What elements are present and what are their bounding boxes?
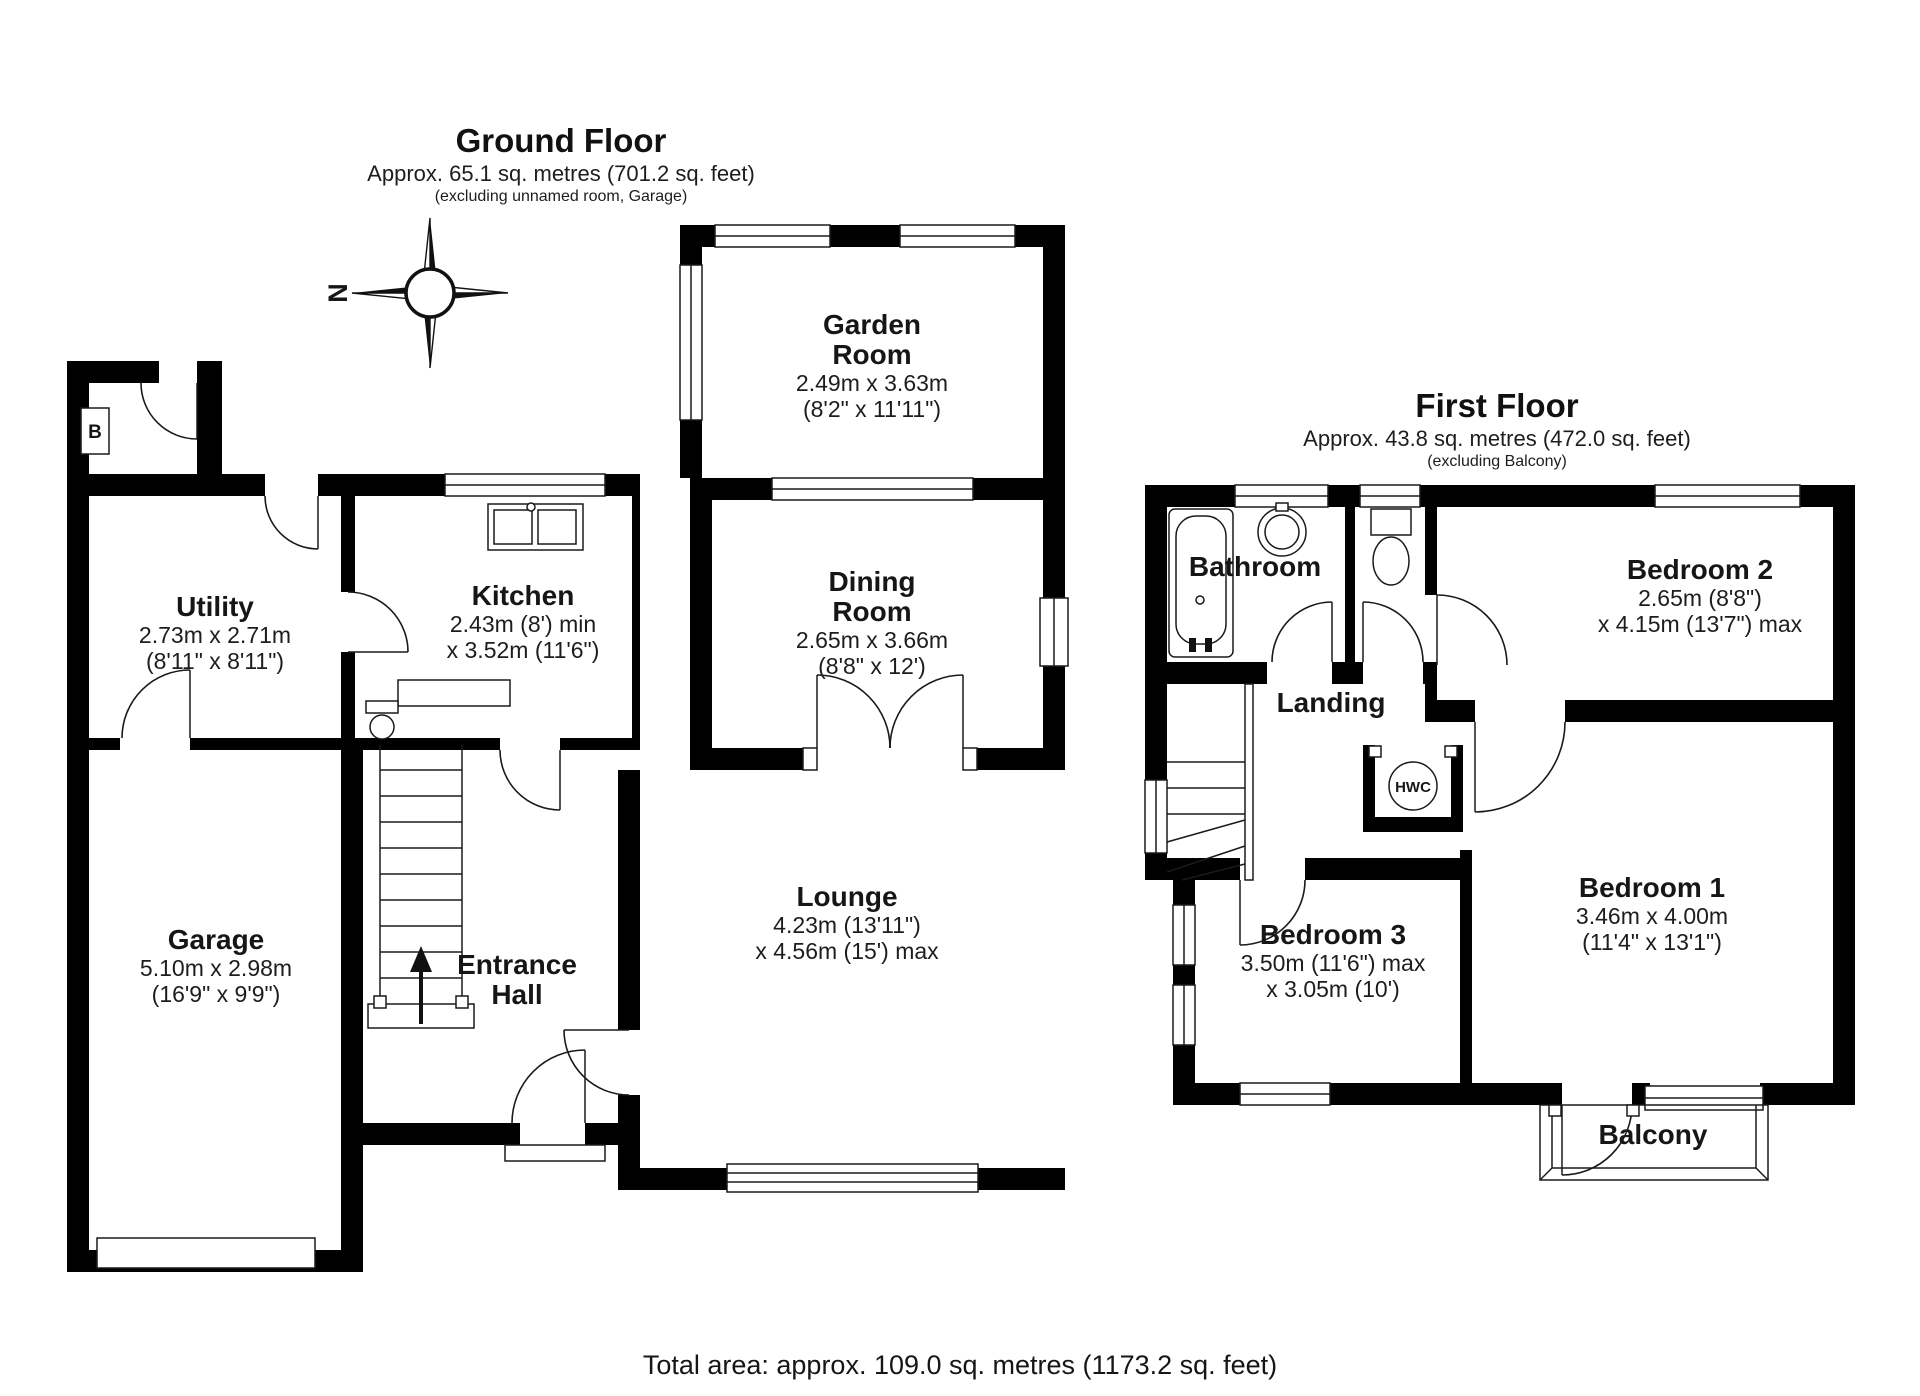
room-label-landing: Landing: [1277, 688, 1386, 718]
first-floor-doors: [1239, 594, 1633, 1176]
boiler-label: B: [88, 422, 102, 443]
room-name: Landing: [1276, 687, 1386, 718]
room-name: Entrance Hall: [457, 949, 577, 1010]
room-dim-imperial: (8'8" x 12'): [818, 653, 926, 679]
first-floor-stairs: [1166, 683, 1254, 881]
front-step: [504, 1144, 606, 1162]
first-floor-plan: HWC: [1144, 484, 1855, 1181]
room-dim-imperial: (11'4" x 13'1"): [1582, 929, 1722, 955]
wash-basin: [1257, 502, 1307, 557]
ground-floor-title-block: Ground Floor Approx. 65.1 sq. metres (70…: [367, 122, 755, 207]
room-name: Dining Room: [828, 566, 916, 627]
first-floor-title: First Floor: [1415, 387, 1579, 424]
bath-tub: [1168, 508, 1234, 658]
room-dim-imperial: (16'9" x 9'9"): [151, 981, 281, 1007]
room-dim-metric: 3.50m (11'6") max: [1240, 950, 1426, 976]
room-dim-metric: 2.49m x 3.63m: [795, 370, 949, 396]
compass-rose: N: [323, 217, 509, 369]
hot-water-cylinder: HWC: [1388, 761, 1438, 811]
ground-floor-stairs: [367, 745, 475, 1029]
room-name: Bathroom: [1188, 551, 1322, 582]
room-name: Bedroom 2: [1626, 554, 1774, 585]
room-dim-imperial: x 4.56m (15') max: [755, 938, 939, 964]
ground-floor-title: Ground Floor: [455, 122, 667, 159]
room-label-garden-room: Garden Room 2.49m x 3.63m (8'2" x 11'11"…: [795, 309, 949, 423]
room-label-bedroom-1: Bedroom 1 3.46m x 4.00m (11'4" x 13'1"): [1575, 872, 1729, 956]
cloakroom-basin: [365, 700, 399, 740]
room-dim-imperial: x 4.15m (13'7") max: [1597, 611, 1803, 637]
first-floor-walls: [1145, 485, 1855, 1105]
room-dim-metric: 4.23m (13'11"): [773, 912, 921, 938]
room-label-garage: Garage 5.10m x 2.98m (16'9" x 9'9"): [139, 924, 293, 1008]
room-name: Lounge: [796, 881, 898, 912]
room-dim-imperial: x 3.05m (10'): [1266, 976, 1400, 1002]
compass-north-label: N: [323, 283, 353, 303]
room-name: Bedroom 1: [1578, 872, 1726, 903]
room-label-bathroom: Bathroom: [1189, 552, 1321, 582]
room-name: Kitchen: [471, 580, 575, 611]
room-name: Balcony: [1598, 1119, 1708, 1150]
ground-floor-area: Approx. 65.1 sq. metres (701.2 sq. feet): [367, 161, 755, 186]
kitchen-counter: [397, 679, 511, 707]
ground-floor-doors: [121, 382, 978, 1162]
ground-floor-walls: [67, 225, 1065, 1272]
balcony-outline: [1539, 1104, 1769, 1181]
room-dim-metric: 2.43m (8') min: [449, 611, 597, 637]
room-name: Bedroom 3: [1259, 919, 1407, 950]
ground-floor-note: (excluding unnamed room, Garage): [434, 188, 688, 205]
room-dim-metric: 2.73m x 2.71m: [138, 622, 292, 648]
room-label-bedroom-3: Bedroom 3 3.50m (11'6") max x 3.05m (10'…: [1240, 919, 1426, 1003]
kitchen-sink: [487, 502, 584, 551]
room-label-balcony: Balcony: [1599, 1120, 1708, 1150]
room-dim-imperial: x 3.52m (11'6"): [446, 637, 600, 663]
room-name: Garden Room: [822, 309, 922, 370]
first-floor-area: Approx. 43.8 sq. metres (472.0 sq. feet): [1303, 426, 1691, 451]
room-name: Utility: [176, 591, 254, 622]
first-floor-title-block: First Floor Approx. 43.8 sq. metres (472…: [1303, 387, 1691, 472]
room-label-dining-room: Dining Room 2.65m x 3.66m (8'8" x 12'): [795, 566, 949, 680]
room-dim-metric: 5.10m x 2.98m: [139, 955, 293, 981]
ground-floor-fixtures: [80, 407, 584, 740]
hwc-label: HWC: [1395, 779, 1431, 796]
room-name: Garage: [167, 924, 265, 955]
room-dim-metric: 2.65m x 3.66m: [795, 627, 949, 653]
total-area-text: Total area: approx. 109.0 sq. metres (11…: [642, 1350, 1278, 1380]
first-floor-fixtures: HWC: [1168, 502, 1769, 1181]
room-dim-imperial: (8'2" x 11'11"): [802, 396, 942, 422]
toilet: [1370, 508, 1412, 586]
room-dim-metric: 3.46m x 4.00m: [1575, 903, 1729, 929]
ground-floor-plan: [67, 224, 1069, 1272]
ground-floor-windows: [96, 224, 1069, 1269]
garage-door: [96, 1237, 316, 1269]
room-dim-imperial: (8'11" x 8'11"): [145, 648, 285, 674]
room-label-bedroom-2: Bedroom 2 2.65m (8'8") x 4.15m (13'7") m…: [1597, 554, 1803, 638]
room-label-kitchen: Kitchen 2.43m (8') min x 3.52m (11'6"): [446, 580, 600, 664]
room-label-utility: Utility 2.73m x 2.71m (8'11" x 8'11"): [138, 591, 292, 675]
first-floor-windows: [1144, 484, 1801, 1111]
first-floor-note: (excluding Balcony): [1427, 453, 1567, 470]
room-label-entrance-hall: Entrance Hall: [457, 950, 577, 1010]
boiler-box: [80, 407, 110, 455]
room-dim-metric: 2.65m (8'8"): [1638, 585, 1762, 611]
room-label-lounge: Lounge 4.23m (13'11") x 4.56m (15') max: [755, 881, 939, 965]
